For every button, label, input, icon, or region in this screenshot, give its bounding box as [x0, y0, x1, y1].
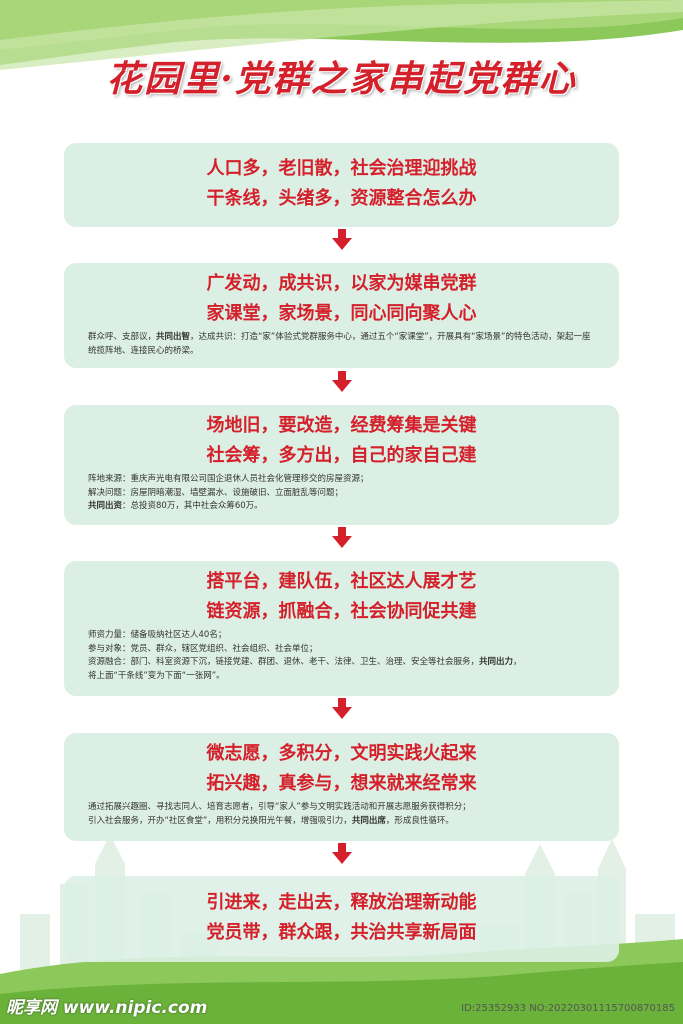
site-watermark: 昵享网 www.nipic.com — [6, 998, 208, 1018]
down-arrow-icon — [332, 843, 352, 864]
detail-text: 群众呼、支部议，共同出智，达成共识：打造“家”体验式党群服务中心，通过五个“家课… — [88, 332, 591, 356]
detail-text: 阵地来源：重庆声光电有限公司国企退休人员社会化管理移交的房屋资源； 解决问题：房… — [88, 474, 369, 511]
section-box-5: 微志愿，多积分，文明实践火起来 拓兴趣，真参与，想来就来经常来 通过拓展兴趣圈、… — [64, 733, 619, 841]
section-box-3: 场地旧，要改造，经费筹集是关键 社会筹，多方出，自己的家自己建 阵地来源：重庆声… — [64, 405, 619, 525]
down-arrow-icon — [332, 229, 352, 250]
headline-line: 党员带，群众跟，共治共享新局面 — [206, 922, 477, 943]
headline-line: 干条线，头绪多，资源整合怎么办 — [206, 188, 477, 209]
detail-text: 师资力量：储备吸纳社区达人40名； 参与对象：党员、群众，辖区党组织、社会组织、… — [88, 630, 522, 681]
section-box-4: 搭平台，建队伍，社区达人展才艺 链资源，抓融合，社会协同促共建 师资力量：储备吸… — [64, 561, 619, 696]
headline-line: 引进来，走出去，释放治理新动能 — [206, 892, 477, 913]
section-box-1: 人口多，老旧散，社会治理迎挑战 干条线，头绪多，资源整合怎么办 — [64, 143, 619, 227]
headline-line: 家课堂，家场景，同心同向聚人心 — [206, 303, 477, 324]
image-id-watermark: ID:25352933 NO:20220301115700870185 — [461, 1003, 675, 1014]
headline-line: 搭平台，建队伍，社区达人展才艺 — [206, 571, 477, 592]
headline-line: 链资源，抓融合，社会协同促共建 — [206, 601, 477, 622]
headline-line: 广发动，成共识，以家为媒串党群 — [206, 273, 477, 294]
down-arrow-icon — [332, 527, 352, 548]
headline-line: 社会筹，多方出，自己的家自己建 — [206, 445, 477, 466]
headline-line: 拓兴趣，真参与，想来就来经常来 — [206, 773, 477, 794]
headline-line: 人口多，老旧散，社会治理迎挑战 — [206, 158, 477, 179]
section-box-6: 引进来，走出去，释放治理新动能 党员带，群众跟，共治共享新局面 — [64, 876, 619, 962]
down-arrow-icon — [332, 698, 352, 719]
top-green-band — [0, 0, 683, 70]
headline-line: 场地旧，要改造，经费筹集是关键 — [206, 415, 477, 436]
down-arrow-icon — [332, 371, 352, 392]
detail-text: 通过拓展兴趣圈、寻找志同人、培育志愿者，引导“家人”参与文明实践活动和开展志愿服… — [88, 802, 471, 826]
section-box-2: 广发动，成共识，以家为媒串党群 家课堂，家场景，同心同向聚人心 群众呼、支部议，… — [64, 263, 619, 368]
headline-line: 微志愿，多积分，文明实践火起来 — [206, 743, 477, 764]
page-title: 花园里·党群之家串起党群心 — [106, 58, 577, 100]
